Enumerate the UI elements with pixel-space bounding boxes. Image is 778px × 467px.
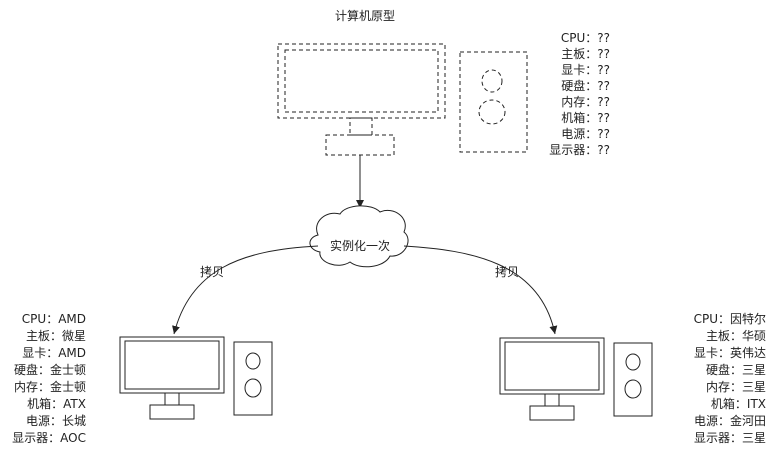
copy-label-left: 拷贝 [200, 264, 224, 279]
prototype-case-circle-bottom [478, 99, 506, 125]
instantiate-label: 实例化一次 [330, 238, 390, 253]
right-spec-gpu: 显卡：英伟达 [694, 346, 766, 360]
left-case-circle-top [245, 352, 261, 370]
left-computer [119, 336, 273, 420]
right-case-circle-top [625, 353, 641, 371]
prototype-case-circle-top [481, 69, 503, 93]
right-spec-disk: 硬盘：三星 [706, 362, 766, 377]
right-case-circle-bottom [624, 379, 642, 399]
prototype-spec-memory: 内存：?? [561, 95, 610, 109]
right-spec-memory: 内存：三星 [706, 380, 766, 394]
left-spec-memory: 内存：金士顿 [14, 379, 86, 394]
right-spec-case: 机箱：ITX [711, 396, 766, 411]
copy-arrow-left [172, 245, 319, 335]
right-spec-display: 显示器：三星 [694, 431, 766, 445]
instantiate-cloud: 实例化一次 [309, 205, 409, 268]
right-computer [499, 337, 653, 421]
copy-label-right: 拷贝 [495, 264, 519, 279]
left-case-circle-bottom [244, 378, 262, 398]
right-case [613, 342, 653, 417]
prototype-specs: CPU：?? 主板：?? 显卡：?? 硬盘：?? 内存：?? 机箱：?? 电源：… [549, 31, 610, 157]
right-monitor-neck [544, 393, 560, 407]
left-case [233, 341, 273, 416]
left-specs: CPU：AMD 主板：微星 显卡：AMD 硬盘：金士顿 内存：金士顿 机箱：AT… [12, 312, 86, 445]
right-monitor-base [529, 405, 575, 421]
left-spec-motherboard: 主板：微星 [26, 329, 86, 343]
prototype-spec-cpu: CPU：?? [561, 31, 610, 45]
prototype-monitor-screen [284, 49, 439, 113]
right-monitor-outer [499, 337, 605, 395]
left-monitor-screen [124, 340, 220, 390]
left-spec-gpu: 显卡：AMD [22, 346, 86, 360]
left-spec-psu: 电源：长城 [26, 414, 86, 428]
prototype-spec-case: 机箱：?? [561, 110, 610, 125]
left-spec-case: 机箱：ATX [27, 396, 86, 411]
left-spec-disk: 硬盘：金士顿 [14, 362, 86, 377]
prototype-spec-psu: 电源：?? [561, 127, 610, 141]
prototype-case [459, 51, 528, 153]
prototype-monitor-outer [277, 43, 446, 119]
prototype-spec-motherboard: 主板：?? [561, 47, 610, 61]
right-spec-psu: 电源：金河田 [694, 413, 766, 428]
right-specs: CPU：因特尔 主板：华硕 显卡：英伟达 硬盘：三星 内存：三星 机箱：ITX … [694, 311, 766, 445]
left-monitor-neck [164, 392, 180, 406]
prototype-computer [277, 43, 528, 156]
prototype-spec-display: 显示器：?? [549, 143, 610, 157]
right-spec-cpu: CPU：因特尔 [694, 311, 766, 326]
prototype-spec-gpu: 显卡：?? [561, 63, 610, 77]
prototype-monitor-base [325, 134, 395, 156]
left-spec-display: 显示器：AOC [12, 431, 86, 445]
left-monitor-outer [119, 336, 225, 394]
copy-arrow-right [403, 245, 558, 335]
left-monitor-base [149, 404, 195, 420]
prototype-monitor-neck [349, 117, 373, 136]
right-monitor-screen [504, 341, 600, 391]
diagram-title: 计算机原型 [335, 8, 395, 23]
left-spec-cpu: CPU：AMD [22, 312, 86, 326]
prototype-spec-disk: 硬盘：?? [561, 78, 610, 93]
right-spec-motherboard: 主板：华硕 [706, 329, 766, 343]
